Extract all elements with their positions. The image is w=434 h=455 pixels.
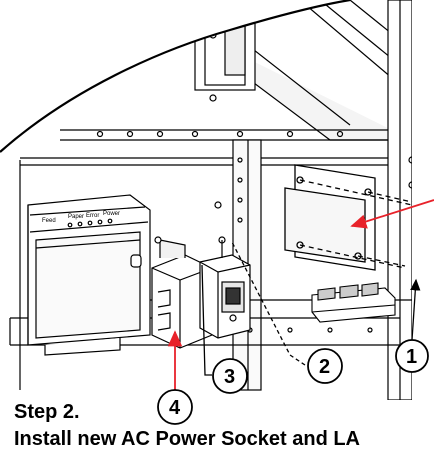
printer-feed-label: Feed — [42, 218, 56, 224]
callout-4: 4 — [157, 389, 193, 425]
leader-line-3 — [201, 264, 212, 376]
terminal-block — [311, 282, 396, 323]
callout-4-number: 4 — [169, 397, 181, 419]
leader-arrow-1 — [410, 278, 421, 341]
cutaway-outline — [0, 0, 351, 153]
step-instruction: Install new AC Power Socket and LA — [14, 428, 360, 450]
callout-2: 2 — [307, 348, 343, 384]
printer-error-label: Error — [86, 213, 99, 219]
step-title: Step 2. — [14, 401, 80, 423]
printer-paper-label: Paper — [68, 214, 84, 220]
callout-1: 1 — [395, 339, 429, 373]
printer-power-label: Power — [103, 211, 120, 217]
red-arrow-to-plate — [350, 199, 434, 229]
callout-2-number: 2 — [319, 356, 330, 378]
mounting-plate — [284, 164, 413, 271]
callout-3-number: 3 — [224, 366, 235, 388]
printer-unit: Feed Paper Error Power — [27, 194, 151, 356]
callout-3: 3 — [212, 358, 248, 394]
callout-1-number: 1 — [406, 346, 417, 368]
ac-power-socket — [154, 236, 251, 339]
